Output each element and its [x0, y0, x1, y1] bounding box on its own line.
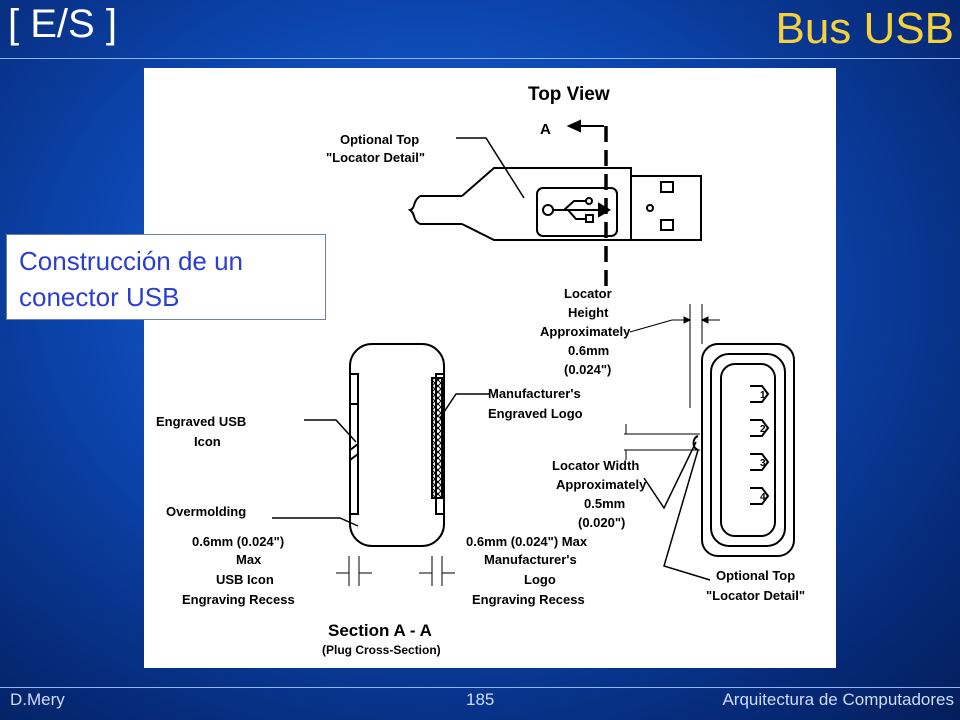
label-optional-top-2: Optional Top — [716, 568, 795, 583]
label-height-in: (0.024") — [564, 362, 611, 377]
label-locator-width: Locator Width — [552, 458, 639, 473]
label-logo: Logo — [524, 572, 556, 587]
label-optional-top-1: Optional Top — [340, 132, 419, 147]
label-width-mm: 0.5mm — [584, 496, 625, 511]
label-engraved-logo: Engraved Logo — [488, 406, 583, 421]
slide-section-title: [ E/S ] — [8, 2, 117, 46]
slide-title: Bus USB — [775, 4, 954, 53]
pin-label-4: 4 — [760, 492, 766, 503]
label-height-mm: 0.6mm — [568, 343, 609, 358]
usb-connector-diagram: Top View A Optional Top "Locator Detail"… — [144, 68, 836, 668]
callout-line-2: conector USB — [19, 282, 180, 312]
cable-cut-end — [407, 195, 421, 225]
label-locator-detail-2: "Locator Detail" — [706, 588, 805, 603]
label-engraved-usb: Engraved USB — [156, 414, 246, 429]
label-locator: Locator — [564, 286, 612, 301]
label-section-title: Section A - A — [328, 621, 432, 640]
label-approximately-1: Approximately — [540, 324, 631, 339]
label-right-dimension: 0.6mm (0.024") Max — [466, 534, 588, 549]
label-icon: Icon — [194, 434, 221, 449]
label-usb-icon: USB Icon — [216, 572, 274, 587]
label-engraving-recess-2: Engraving Recess — [472, 592, 585, 607]
label-manufacturers-2: Manufacturer's — [484, 552, 577, 567]
pin-label-3: 3 — [760, 458, 766, 469]
label-left-dimension: 0.6mm (0.024") — [192, 534, 284, 549]
callout-box: Construcción de un conector USB — [6, 234, 326, 320]
label-overmolding: Overmolding — [166, 504, 246, 519]
footer-course: Arquitectura de Computadores — [722, 690, 954, 709]
label-max: Max — [236, 552, 262, 567]
pin-label-1: 1 — [760, 390, 766, 401]
footer-author: D.Mery — [10, 690, 65, 709]
label-engraving-recess-1: Engraving Recess — [182, 592, 295, 607]
label-approximately-2: Approximately — [556, 477, 647, 492]
pin-label-2: 2 — [760, 424, 766, 435]
footer-page-number: 185 — [466, 690, 495, 709]
label-manufacturers: Manufacturer's — [488, 386, 581, 401]
label-a-marker: A — [540, 121, 551, 138]
callout-line-1: Construcción de un — [19, 246, 244, 276]
label-width-in: (0.020") — [578, 515, 625, 530]
label-height: Height — [568, 305, 609, 320]
footer-rule — [0, 687, 960, 688]
label-locator-detail-1: "Locator Detail" — [326, 150, 425, 165]
header-rule — [0, 58, 960, 59]
label-top-view: Top View — [528, 84, 610, 105]
label-section-subtitle: (Plug Cross-Section) — [322, 643, 441, 657]
